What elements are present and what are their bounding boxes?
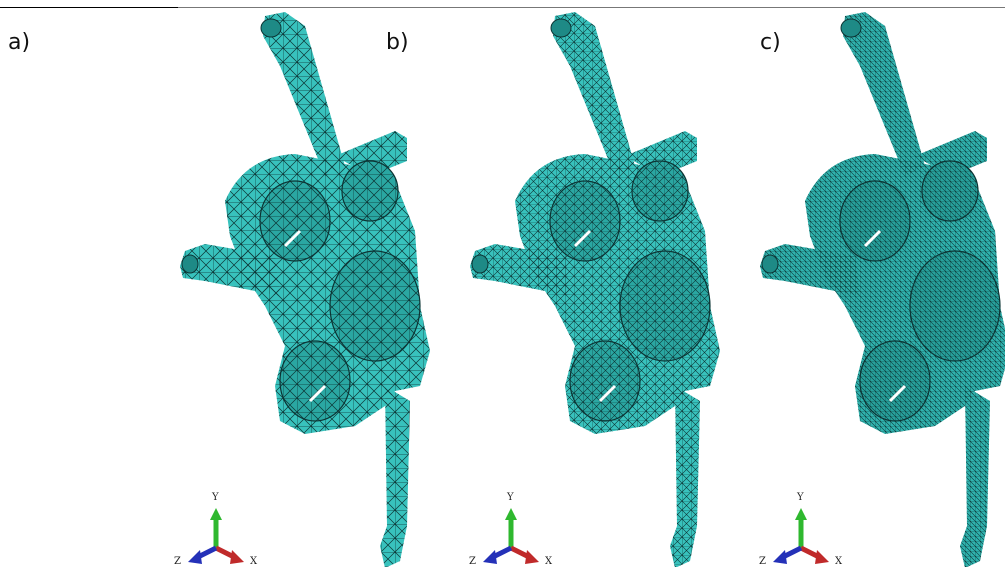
mesh-model-fine [760,12,1005,567]
top-rule-right [178,7,1005,8]
axis-triad-c: Y X Z [759,492,843,567]
axis-z-label: Z [174,556,181,567]
mesh-model-medium [470,12,720,567]
panel-label-b: b) [386,30,409,55]
axis-y-label: Y [506,492,514,503]
axis-z-label: Z [469,556,476,567]
panel-label-a: a) [8,30,31,55]
axis-triad-a: Y X Z [174,492,258,567]
top-rule-left [0,7,178,8]
axis-triad-b: Y X Z [469,492,553,567]
panel-label-c: c) [760,30,781,55]
axis-y-label: Y [211,492,219,503]
axis-y-label: Y [796,492,804,503]
mesh-model-coarse [180,12,430,567]
axis-x-label: X [545,556,553,567]
axis-z-label: Z [759,556,766,567]
axis-x-label: X [250,556,258,567]
axis-x-label: X [835,556,843,567]
